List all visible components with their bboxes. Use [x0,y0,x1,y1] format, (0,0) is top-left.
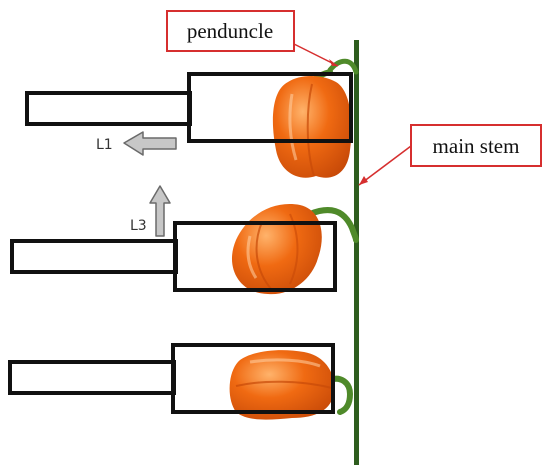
gripper-top [25,72,353,143]
gripper-middle [10,221,337,292]
main-stem-label: main stem [433,134,520,158]
main-stem-callout: main stem [358,124,542,186]
pepper-bottom [229,350,354,420]
up-arrow-icon [149,185,171,237]
peduncle-label: penduncle [187,19,273,43]
main-stem [354,40,359,465]
gripper-bottom [8,343,335,414]
pepper-middle [231,203,359,295]
arrow-label-l3: L3 [130,218,147,234]
peduncle-callout: penduncle [166,10,339,67]
pepper-top [272,58,359,178]
left-arrow-icon [123,131,177,156]
arrow-label-l1: L1 [96,137,113,153]
